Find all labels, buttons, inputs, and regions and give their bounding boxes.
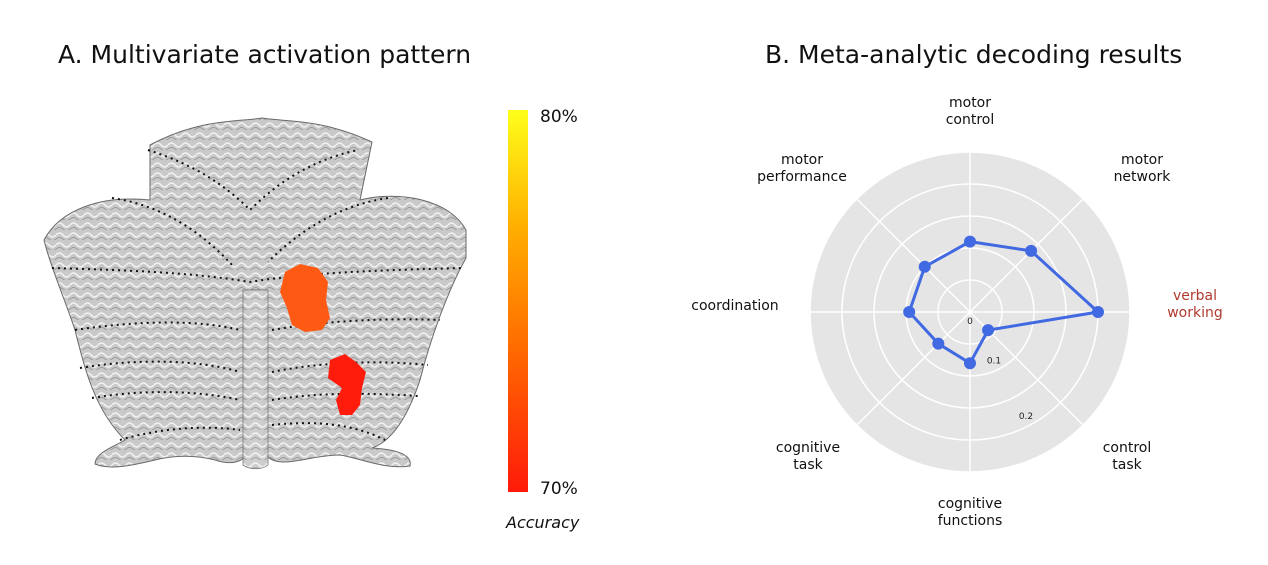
activation-clusters	[280, 264, 366, 415]
radar-axis-label-line: functions	[938, 513, 1002, 529]
radar-axis-label: coordination	[691, 298, 778, 314]
upper-cluster	[280, 264, 330, 332]
radar-point	[918, 260, 931, 273]
radar-axis-label-line: verbal	[1173, 288, 1217, 304]
radar-axis-label-line: motor	[781, 152, 823, 168]
lower-cluster	[328, 354, 366, 415]
radar-tick-label: 0.2	[1019, 412, 1033, 422]
radar-axis-label-line: working	[1167, 305, 1223, 321]
colorbar-title: Accuracy	[506, 513, 580, 532]
panel-a-title: A. Multivariate activation pattern	[58, 40, 472, 69]
panel-b-title: B. Meta-analytic decoding results	[765, 40, 1183, 69]
radar-axis-label-line: cognitive	[776, 440, 840, 456]
radar-point	[982, 324, 995, 337]
radar-point	[1025, 244, 1038, 257]
radar-axis-label-line: task	[793, 457, 823, 473]
radar-spoke	[856, 311, 971, 426]
radar-tick-label: 0.1	[987, 356, 1001, 366]
radar-point	[964, 235, 976, 248]
radar-axis-label-line: network	[1114, 169, 1172, 185]
radar-point	[964, 357, 976, 370]
radar-axis-label-line: task	[1112, 457, 1142, 473]
accuracy-colorbar	[508, 110, 528, 492]
radar-point	[932, 337, 945, 350]
radar-axis-label-line: motor	[1121, 152, 1163, 168]
radar-axis-label-line: control	[946, 112, 995, 128]
radar-spoke	[969, 198, 1084, 313]
radar-point	[1092, 306, 1104, 318]
radar-axis-label-line: cognitive	[938, 496, 1002, 512]
radar-axis-label-line: control	[1103, 440, 1152, 456]
colorbar-max-label: 80%	[540, 107, 578, 127]
colorbar-min-label: 70%	[540, 479, 578, 499]
radar-axis-label-line: motor	[949, 95, 991, 111]
radar-axis-label-line: coordination	[691, 298, 778, 314]
radar-axis-label-line: performance	[757, 169, 847, 185]
radar-point	[903, 306, 916, 318]
radar-tick-label: 0	[967, 317, 973, 327]
radar-spoke	[856, 198, 971, 313]
